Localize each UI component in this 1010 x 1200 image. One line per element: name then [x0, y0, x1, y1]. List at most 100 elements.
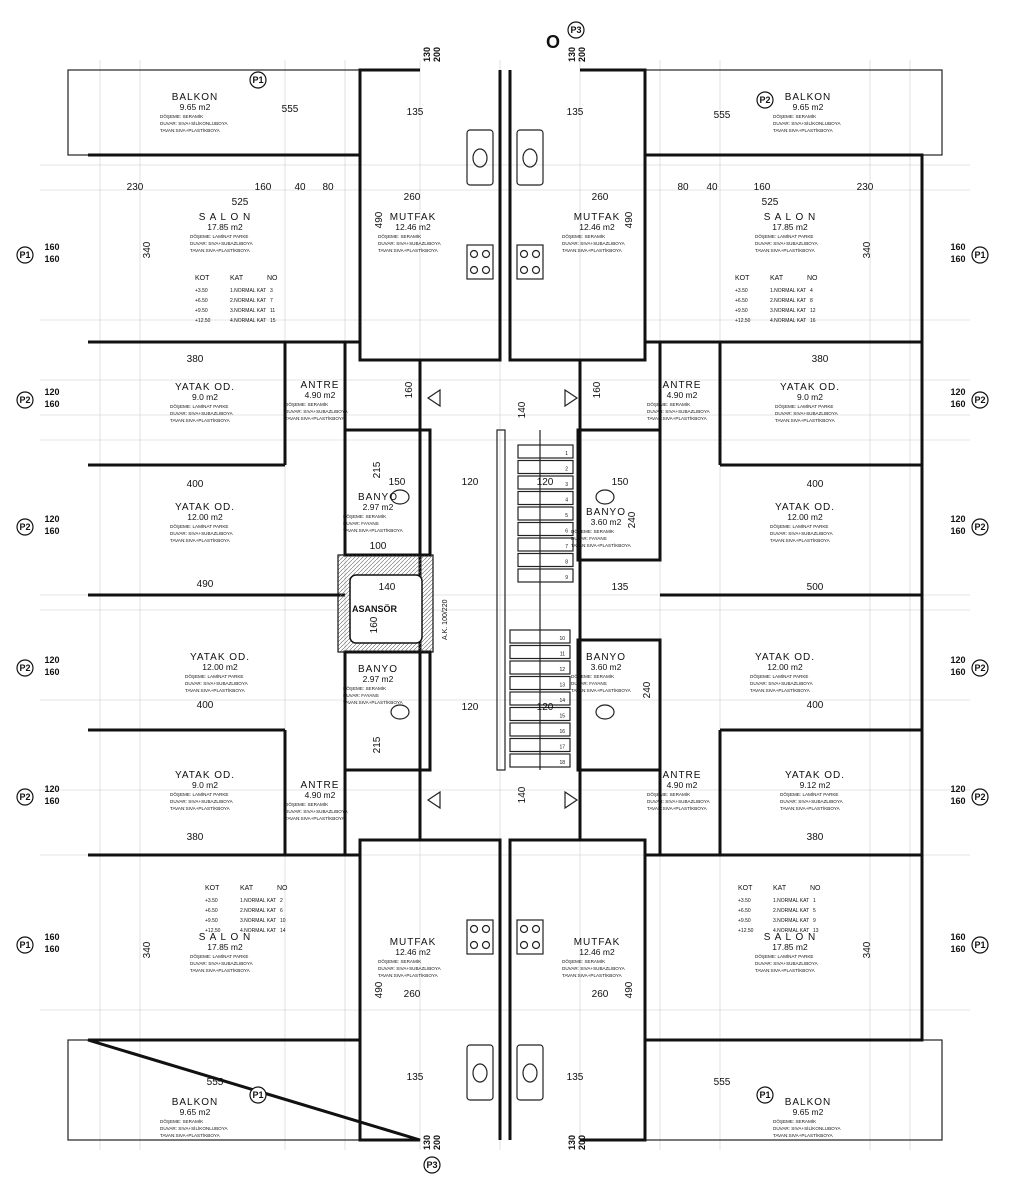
- stair-step-number: 17: [559, 745, 565, 751]
- room-finish: DÖŞEME: SERAMİK: [647, 791, 691, 797]
- kot-cell: +9.50: [195, 308, 208, 314]
- room-finish: DÖŞEME: SERAMİK: [160, 113, 204, 119]
- section-tag-label: P1: [252, 75, 263, 85]
- room-area: 17.85 m2: [207, 942, 243, 952]
- sink-icon: [516, 129, 544, 186]
- section-tag-label: P2: [974, 395, 985, 405]
- balcony-bottom-right: [644, 1039, 943, 1141]
- stair-step: [517, 568, 574, 583]
- kot-cell: 5: [813, 908, 816, 914]
- stove-icon: [516, 244, 544, 280]
- room-finish: DUVAR: SIVA+SUBAZLIBOYA: [750, 681, 814, 686]
- room-area: 4.90 m2: [667, 390, 698, 400]
- section-tag: P2: [16, 391, 34, 409]
- section-tag: P2: [971, 391, 989, 409]
- section-mark-value: 120: [950, 387, 965, 397]
- room-finish: DÖŞEME: SERAMİK: [571, 673, 615, 679]
- room-finish: DUVAR: FAYANS: [343, 693, 379, 698]
- section-mark-value: 160: [950, 796, 965, 806]
- section-tag-label: P2: [19, 663, 30, 673]
- room-finish: TAVAN:SIVA+PLASTİKBOYA: [647, 805, 708, 811]
- room-finish: DÖŞEME: SERAMİK: [562, 233, 606, 239]
- dimension-label: 160: [255, 182, 272, 193]
- burner: [531, 924, 541, 934]
- stair-step-number: 11: [560, 652, 565, 658]
- room-finish: DUVAR: SIVA+SİLİKONLUBOYA: [773, 120, 841, 126]
- room-finish: DÖŞEME: SERAMİK: [160, 1118, 204, 1124]
- stair-step-number: 10: [559, 636, 565, 642]
- stair-step-number: 1: [565, 451, 568, 457]
- room-finish: DÖŞEME: LAMİNAT PARKE: [190, 953, 248, 959]
- section-tag-label: P2: [19, 395, 30, 405]
- burner: [469, 249, 479, 259]
- kot-cell: 1: [813, 898, 816, 904]
- stair-step: [517, 490, 574, 506]
- kot-cell: 15: [270, 318, 276, 324]
- room-finish: TAVAN:SIVA+PLASTİKBOYA: [770, 537, 831, 543]
- dimension-label: 400: [197, 700, 214, 711]
- dimension-label: 260: [404, 192, 421, 203]
- dimension-label: 160: [369, 616, 380, 633]
- room-finish: DUVAR: SIVA+SİLİKONLUBOYA: [160, 120, 228, 126]
- room-finish: DÖŞEME: LAMİNAT PARKE: [190, 233, 248, 239]
- dimension-label: 340: [862, 241, 873, 258]
- room-finish: DUVAR: FAYANS: [571, 536, 607, 541]
- kot-header: NO: [810, 885, 821, 892]
- section-tag: P2: [971, 659, 989, 677]
- room-area: 12.46 m2: [579, 222, 615, 232]
- section-tag: P2: [16, 518, 34, 536]
- stair-step: [517, 506, 574, 521]
- section-tag-label: P2: [19, 792, 30, 802]
- room-finish: TAVAN:SIVA+PLASTİKBOYA: [647, 415, 708, 421]
- room-finish: DÖŞEME: SERAMİK: [285, 801, 329, 807]
- section-tag: P1: [16, 246, 34, 264]
- stair-step: [517, 444, 574, 459]
- section-tag-circle: [16, 246, 34, 264]
- dimension-label: 40: [294, 182, 306, 193]
- section-tag-circle: [423, 1156, 441, 1174]
- dimension-label: 380: [187, 354, 204, 365]
- room-area: 9.65 m2: [180, 102, 211, 112]
- room-name: BANYO: [358, 492, 398, 503]
- stair-step-number: 4: [565, 498, 568, 504]
- kot-cell: 14: [280, 928, 286, 934]
- dimension-label: 215: [372, 461, 383, 478]
- section-tag-circle: [756, 91, 774, 109]
- room-name: YATAK OD.: [775, 502, 835, 513]
- stair-step-number: 12: [559, 667, 565, 673]
- section-tag-circle: [971, 246, 989, 264]
- room-finish: TAVAN:SIVA+PLASTİKBOYA: [773, 1132, 834, 1138]
- room-area: 4.90 m2: [667, 780, 698, 790]
- room-finish: DUVAR: SIVA+SUBAZLIBOYA: [170, 531, 234, 536]
- room-finish: TAVAN:SIVA+PLASTİKBOYA: [562, 247, 623, 253]
- dimension-label: 400: [807, 479, 824, 490]
- room-finish: DUVAR: SIVA+SİLİKONLUBOYA: [160, 1125, 228, 1131]
- room-finish: DUVAR: SIVA+SUBAZLIBOYA: [647, 799, 711, 804]
- section-tag-label: P3: [426, 1160, 437, 1170]
- dimension-label: 340: [142, 941, 153, 958]
- room-finish: TAVAN:SIVA+PLASTİKBOYA: [190, 247, 251, 253]
- section-tag: P2: [756, 91, 774, 109]
- dimension-label: 555: [282, 104, 299, 115]
- kot-header: KAT: [230, 275, 244, 282]
- section-tag: P3: [567, 21, 585, 39]
- room-finish: TAVAN:SIVA+PLASTİKBOYA: [170, 417, 231, 423]
- stair-step-number: 15: [559, 714, 565, 720]
- kot-cell: +3.50: [205, 898, 218, 904]
- room-finish: DÖŞEME: SERAMİK: [571, 528, 615, 534]
- room-finish: DUVAR: SIVA+SUBAZLIBOYA: [170, 799, 234, 804]
- room-name: BALKON: [785, 1097, 832, 1108]
- room-finish: DÖŞEME: SERAMİK: [343, 513, 387, 519]
- burner: [481, 249, 491, 259]
- dimension-label: 230: [127, 182, 144, 193]
- sink-bowl: [522, 1063, 538, 1083]
- section-tag-label: P1: [252, 1090, 263, 1100]
- dimension-label: 490: [374, 211, 385, 228]
